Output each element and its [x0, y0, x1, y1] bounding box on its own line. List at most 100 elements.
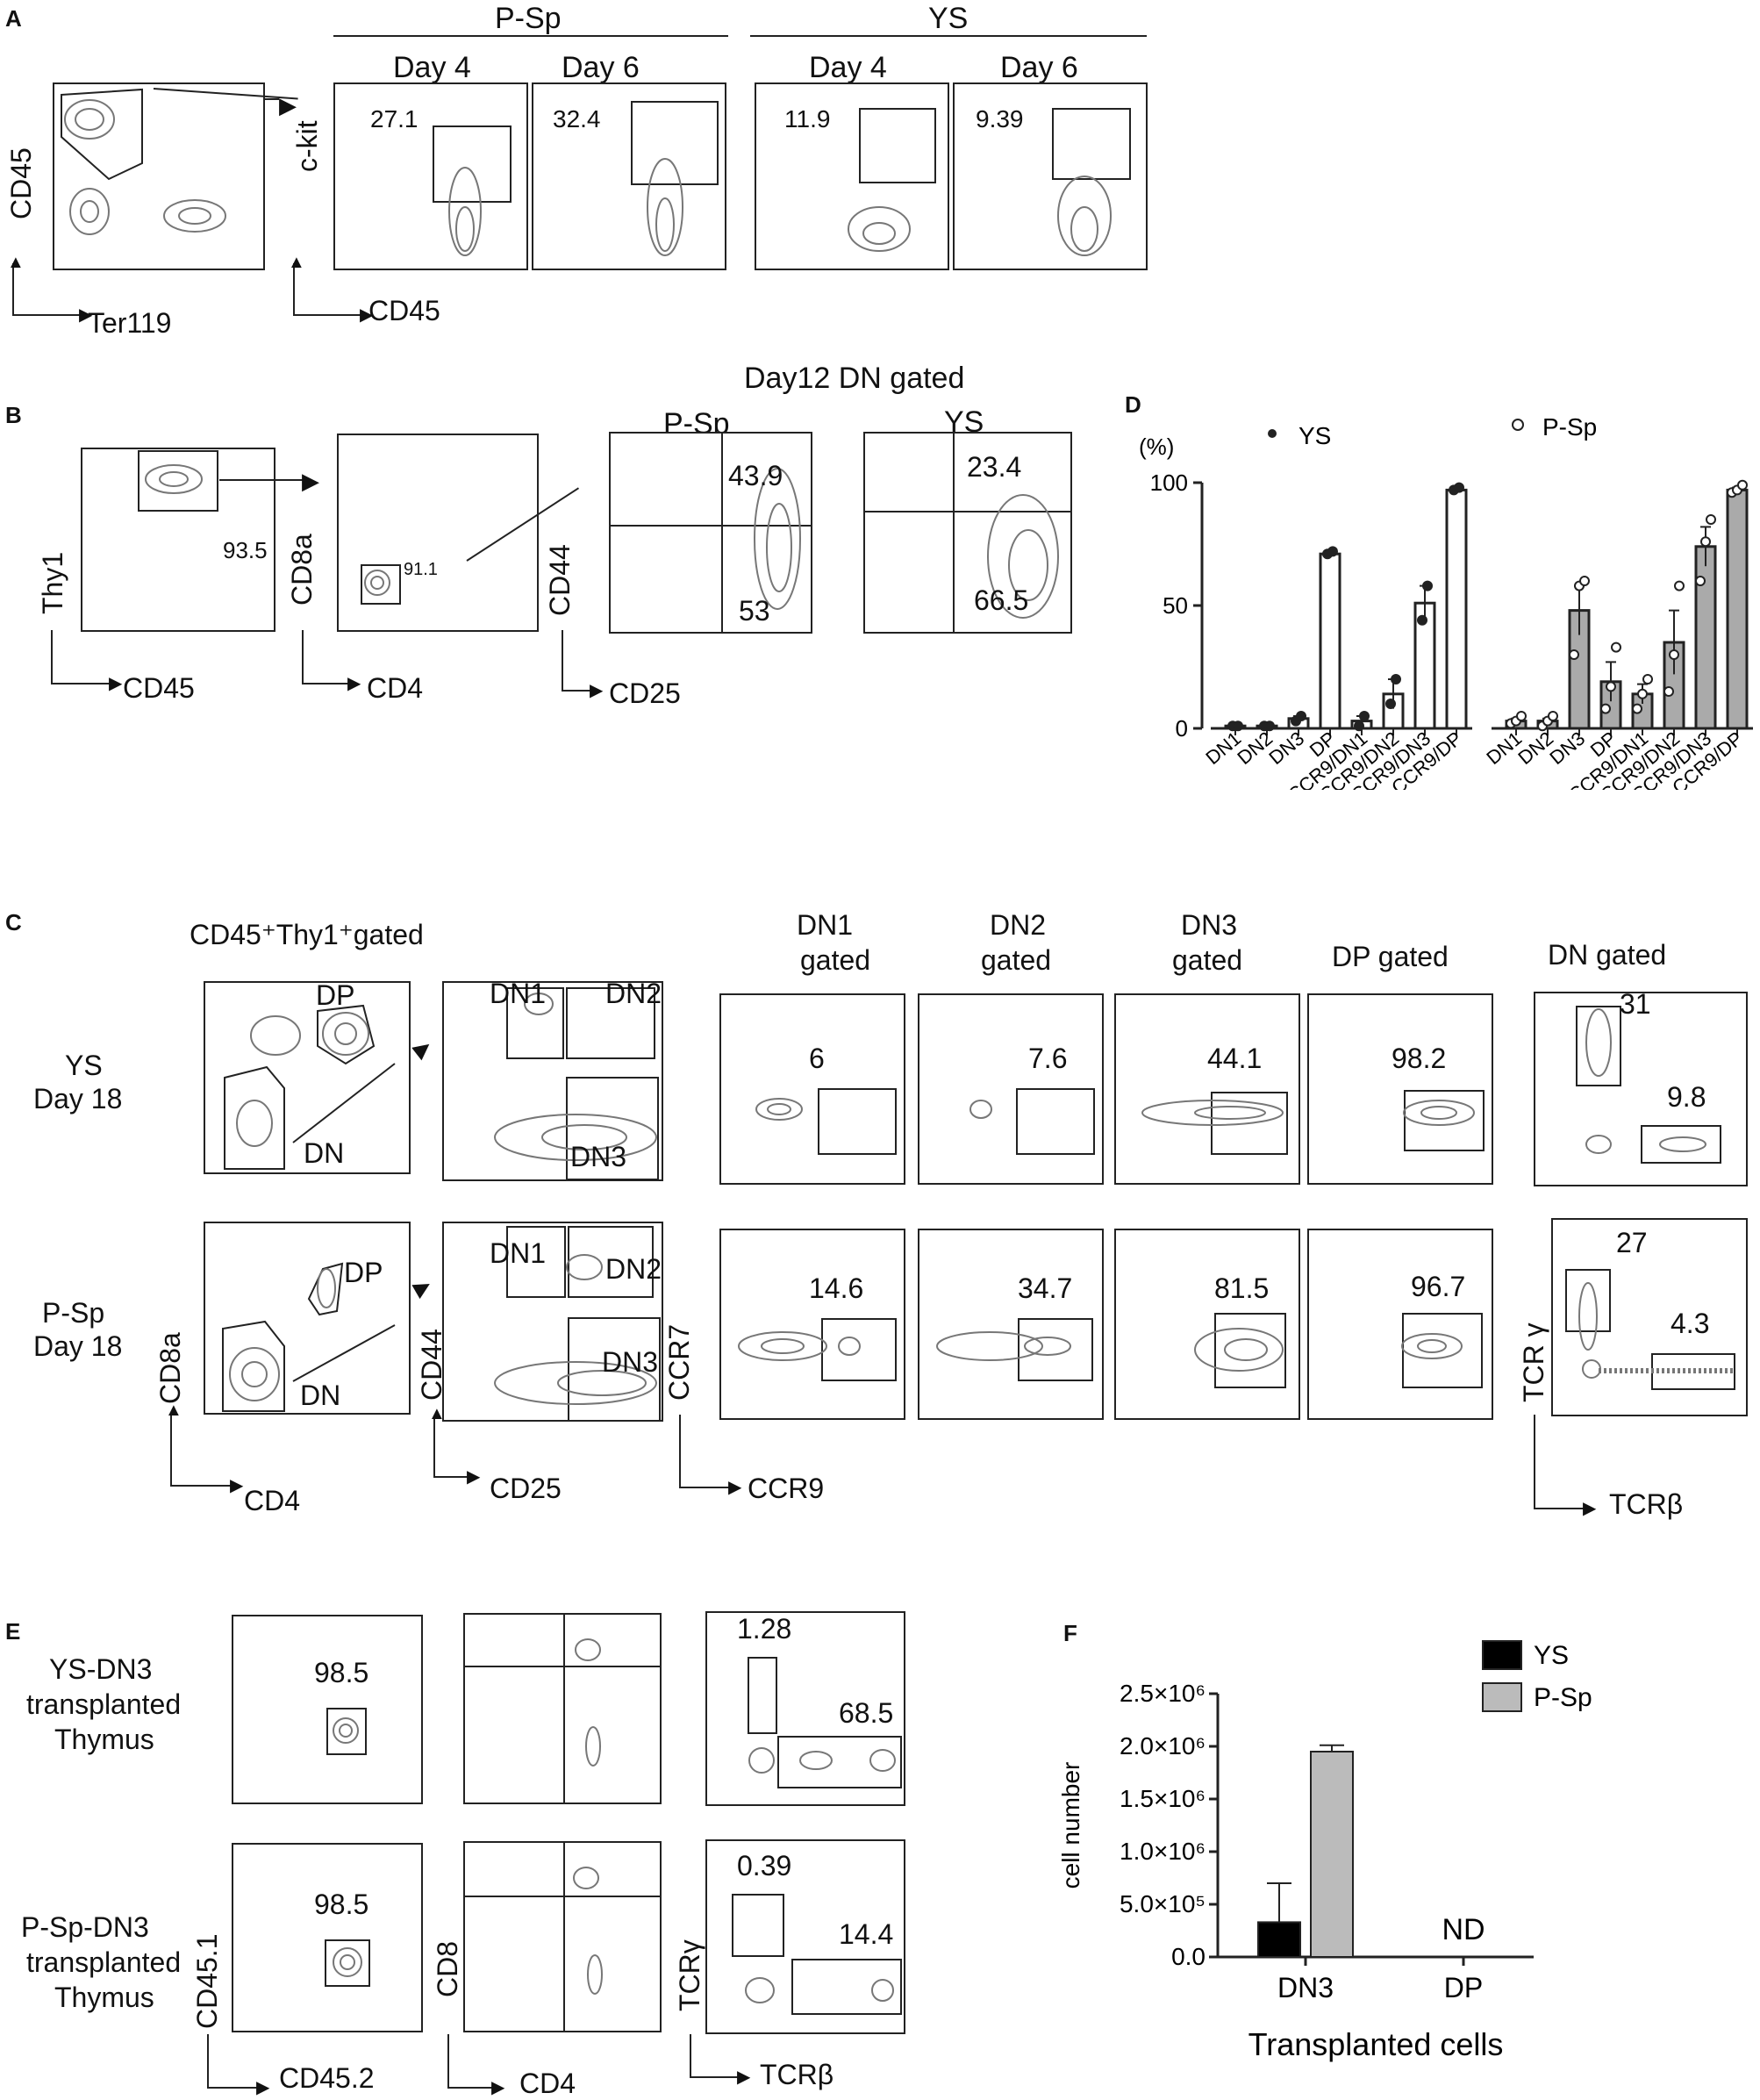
x-tick-label: DN3 — [1545, 727, 1589, 769]
bar — [1319, 552, 1341, 730]
gate-value: 7.6 — [1028, 1043, 1068, 1074]
gate-box — [1211, 1092, 1288, 1155]
axis-label-y: c-kit — [291, 120, 323, 172]
gate-box — [821, 1318, 897, 1381]
flow-plot-graphic — [222, 1262, 396, 1412]
data-point — [1700, 536, 1711, 548]
annotation: ND — [1442, 1913, 1485, 1946]
flow-plot: 96.7 — [1307, 1229, 1493, 1420]
gate-label: DP — [344, 1257, 383, 1288]
column-header: gated — [800, 944, 871, 976]
y-axis-label: cell number — [1057, 1762, 1084, 1889]
data-point — [1669, 649, 1679, 660]
legend-swatch — [1482, 1640, 1522, 1670]
bar — [1310, 1751, 1354, 1958]
axis-label-x: CD45.2 — [279, 2062, 375, 2094]
arrow-up-icon: ▲ — [288, 253, 305, 272]
data-point — [1296, 711, 1306, 721]
flow-plot-graphic — [61, 88, 226, 235]
axis-arrow — [207, 2087, 260, 2089]
arrow-up-icon: ▲ — [428, 1404, 446, 1423]
y-tick-label: 100 — [1150, 469, 1188, 496]
axis-arrow — [170, 1413, 172, 1487]
flow-plot: 9.39 — [953, 82, 1148, 270]
y-tick-label: 0 — [1176, 715, 1188, 742]
flow-plot-graphic — [936, 1331, 1071, 1361]
legend-label: P-Sp — [1534, 1683, 1592, 1712]
gate-box — [325, 1939, 370, 1987]
quadrant-line — [563, 1843, 565, 2031]
flow-plot: 27.1 — [333, 82, 528, 270]
row-label: Thymus — [54, 1724, 154, 1755]
axis-label-y: TCRγ — [674, 1939, 705, 2011]
gate-value: 44.1 — [1207, 1043, 1263, 1074]
axis-label-x: Ter119 — [88, 307, 172, 339]
gate-box — [777, 1736, 902, 1788]
flow-plot: 98.5 — [232, 1843, 423, 2032]
legend-swatch — [1482, 1682, 1522, 1712]
flow-plot-graphic — [333, 1717, 359, 1744]
x-axis-label: Transplanted cells — [1248, 2026, 1504, 2062]
flow-plot-graphic — [754, 468, 801, 610]
column-header: DN2 — [990, 909, 1047, 941]
flow-plot: 93.5 — [81, 448, 275, 632]
gate-value: 32.4 — [553, 105, 601, 133]
flow-plot: 0.39 14.4 — [705, 1839, 905, 2034]
gate-box — [818, 1088, 897, 1155]
data-point — [1637, 688, 1648, 699]
flow-plot-graphic — [361, 564, 401, 605]
legend-label: P-Sp — [1542, 413, 1597, 441]
gate-value: 68.5 — [839, 1697, 894, 1729]
day-label: Day 6 — [562, 51, 640, 84]
axis-label-y: Thy1 — [37, 551, 68, 614]
flow-plot: 34.7 — [918, 1229, 1104, 1420]
data-point — [1737, 479, 1748, 491]
axis-arrow — [293, 314, 363, 316]
axis-label-x: CCR9 — [748, 1473, 825, 1504]
axis-label-x: CD45 — [368, 295, 440, 326]
axis-label-y: CD44 — [544, 544, 576, 616]
arrow-right-icon: ▶ — [1583, 1499, 1597, 1518]
flow-plot-graphic — [1141, 1100, 1284, 1126]
bar — [1694, 545, 1717, 730]
gate-label: DN1 — [490, 1237, 547, 1269]
gate-box — [326, 1708, 367, 1755]
flow-plot — [463, 1841, 662, 2032]
gate-box — [1214, 1313, 1286, 1388]
axis-label-y: CD44 — [416, 1329, 447, 1401]
panel-letter-d: D — [1125, 391, 1141, 418]
row-label: transplanted — [26, 1688, 182, 1720]
axis-arrow — [679, 1415, 681, 1488]
axis-arrow — [1534, 1508, 1586, 1509]
axis-label-y: CD8 — [432, 1940, 463, 1997]
flow-plot: 32.4 — [532, 82, 726, 270]
flow-plot: 31 9.8 — [1534, 992, 1748, 1186]
chart-f: 0.05.0×10⁵1.0×10⁶1.5×10⁶2.0×10⁶2.5×10⁶ce… — [1057, 1640, 1592, 2062]
gate-box — [748, 1657, 777, 1734]
axis-arrow — [690, 2076, 740, 2078]
quadrant-line — [611, 525, 811, 527]
column-header: gated — [981, 944, 1052, 976]
axis-arrow — [51, 630, 53, 684]
flow-plot-graphic — [573, 1867, 603, 1995]
data-point — [1417, 614, 1427, 626]
axis-arrow — [302, 630, 304, 684]
header-rule-psp — [333, 35, 728, 37]
flow-plot: 43.9 53 — [609, 432, 812, 634]
flow-plot-graphic — [748, 1747, 896, 1774]
axis-label-x: TCRβ — [1609, 1488, 1684, 1520]
gate-value: 91.1 — [404, 560, 438, 579]
axis-label-y: TCR γ — [1518, 1322, 1549, 1402]
gate-box — [1018, 1318, 1093, 1381]
y-tick-label: 50 — [1163, 592, 1188, 619]
gate-value: 1.28 — [737, 1613, 792, 1645]
quadrant-value: 43.9 — [728, 460, 783, 491]
gate-value: 9.39 — [976, 105, 1024, 133]
bar — [1445, 488, 1468, 730]
data-point — [1632, 703, 1642, 714]
axis-arrow — [562, 690, 593, 692]
bar — [1726, 488, 1749, 730]
header-rule-ys — [750, 35, 1147, 37]
gate-label: DN2 — [605, 981, 662, 1009]
row-label: YS-DN3 — [49, 1653, 153, 1685]
